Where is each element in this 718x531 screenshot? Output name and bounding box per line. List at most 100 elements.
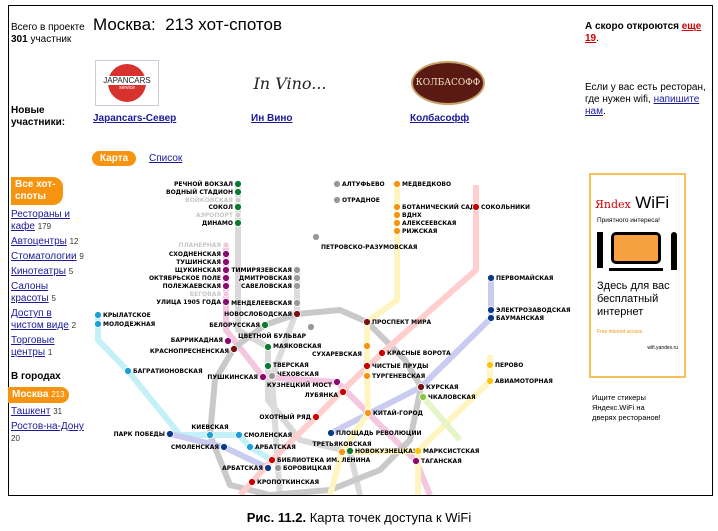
station-dot[interactable] [487, 314, 495, 322]
category-link[interactable]: Доступ в чистом виде [11, 308, 69, 331]
station-dot[interactable] [235, 431, 243, 439]
metro-station[interactable]: САВЕЛОВСКАЯ [241, 282, 301, 291]
metro-station[interactable]: СОКОЛ [209, 203, 242, 212]
tab-map[interactable]: Карта [92, 151, 137, 166]
station-dot[interactable] [94, 320, 102, 328]
metro-station[interactable]: СХОДНЕНСКАЯ [169, 250, 230, 259]
metro-station[interactable]: КРАСНОПРЕСНЕНСКАЯ [150, 345, 238, 356]
station-dot[interactable] [472, 203, 480, 211]
metro-station[interactable]: ОТРАДНОЕ [333, 196, 380, 205]
station-dot[interactable] [234, 211, 242, 219]
metro-station[interactable]: ДМИТРОВСКАЯ [239, 274, 301, 283]
station-dot[interactable] [293, 274, 301, 282]
metro-station[interactable]: ПЛАНЕРНАЯ [179, 241, 230, 249]
metro-station[interactable]: ОКТЯБРЬСКОЕ ПОЛЕ [149, 274, 230, 283]
station-dot[interactable] [364, 409, 372, 417]
station-dot[interactable] [486, 361, 494, 369]
metro-station[interactable]: ПЛОЩАДЬ РЕВОЛЮЦИИ [327, 429, 422, 438]
station-dot[interactable] [339, 388, 347, 396]
metro-station[interactable]: БАРРИКАДНАЯ [171, 337, 232, 345]
metro-station[interactable]: АЛТУФЬЕВО [333, 180, 385, 189]
station-dot[interactable] [393, 227, 401, 235]
station-dot[interactable] [222, 274, 230, 282]
metro-station[interactable]: СМОЛЕНСКАЯ [171, 443, 228, 452]
station-dot[interactable] [293, 282, 301, 290]
station-dot[interactable] [293, 310, 301, 318]
metro-station[interactable]: ПУШКИНСКАЯ [207, 373, 267, 382]
metro-station[interactable]: ЛУБЯНКА [305, 388, 347, 400]
metro-station[interactable]: ПАРК ПОБЕДЫ [114, 430, 174, 439]
metro-station[interactable]: БЕГОВАЯ [190, 290, 230, 298]
station-dot[interactable] [264, 343, 272, 351]
station-dot[interactable] [222, 258, 230, 266]
metro-station[interactable]: ПРОСПЕКТ МИРА [363, 318, 432, 327]
station-dot[interactable] [234, 203, 242, 211]
metro-station[interactable]: ЦВЕТНОЙ БУЛЬВАР [238, 323, 315, 341]
category-link[interactable]: Автоцентры [11, 236, 67, 247]
station-dot[interactable] [293, 266, 301, 274]
category-link[interactable]: Стоматологии [11, 251, 77, 262]
metro-station[interactable]: ПЕРОВО [486, 361, 524, 370]
metro-station[interactable]: ДИНАМО [202, 219, 242, 228]
station-dot[interactable] [259, 373, 267, 381]
metro-station[interactable]: БИБЛИОТЕКА ИМ. ЛЕНИНА [268, 456, 371, 465]
station-dot[interactable] [224, 337, 232, 345]
station-dot[interactable] [268, 372, 276, 380]
partner-link-invino[interactable]: Ин Вино [251, 113, 293, 124]
metro-station[interactable]: УЛИЦА 1905 ГОДА [156, 298, 230, 307]
station-dot[interactable] [264, 362, 272, 370]
metro-station[interactable]: СОКОЛЬНИКИ [472, 203, 531, 212]
metro-station[interactable]: ЩУКИНСКАЯ [175, 266, 230, 275]
metro-station[interactable]: ВДНХ [393, 211, 422, 220]
category-link[interactable]: Торговые центры [11, 335, 55, 358]
station-dot[interactable] [222, 250, 230, 258]
kolbasoff-logo[interactable]: КОЛБАСОФФ [410, 60, 486, 106]
station-dot[interactable] [234, 219, 242, 227]
station-dot[interactable] [363, 362, 371, 370]
invino-logo[interactable]: In Vino... [250, 60, 330, 106]
metro-station[interactable]: ТРЕТЬЯКОВСКАЯ [312, 441, 372, 456]
metro-station[interactable]: ТВЕРСКАЯ [264, 362, 310, 370]
coming-soon-link[interactable]: еще 19 [585, 21, 702, 44]
metro-station[interactable]: АРБАТСКАЯ [246, 443, 297, 452]
metro-station[interactable]: КУРСКАЯ [417, 383, 459, 392]
metro-station[interactable]: БАУМАНСКАЯ [487, 314, 545, 323]
station-dot[interactable] [268, 456, 276, 464]
metro-station[interactable]: РЕЧНОЙ ВОКЗАЛ [174, 180, 242, 188]
station-dot[interactable] [327, 429, 335, 437]
station-dot[interactable] [363, 372, 371, 380]
station-dot[interactable] [246, 443, 254, 451]
station-dot[interactable] [393, 203, 401, 211]
station-dot[interactable] [264, 464, 272, 472]
metro-station[interactable]: МАЯКОВСКАЯ [264, 343, 322, 351]
station-dot[interactable] [206, 431, 214, 439]
metro-station[interactable]: АЛЕКСЕЕВСКАЯ [393, 219, 457, 228]
station-dot[interactable] [486, 377, 494, 385]
station-dot[interactable] [393, 211, 401, 219]
station-dot[interactable] [393, 180, 401, 188]
station-dot[interactable] [417, 383, 425, 391]
metro-station[interactable]: ОХОТНЫЙ РЯД [259, 413, 320, 421]
metro-station[interactable]: БОТАНИЧЕСКИЙ САД [393, 203, 476, 211]
yandex-wifi-ad[interactable]: Яndex WiFi Приятного интереса! Здесь для… [589, 173, 686, 378]
station-dot[interactable] [222, 282, 230, 290]
metro-station[interactable]: ЧЕХОВСКАЯ [268, 371, 320, 380]
metro-station[interactable]: ТАГАНСКАЯ [412, 457, 463, 466]
station-dot[interactable] [487, 274, 495, 282]
partner-link-japancars[interactable]: Japancars-Север [93, 113, 177, 124]
metro-station[interactable]: ЧКАЛОВСКАЯ [419, 393, 477, 402]
metro-station[interactable]: ЧИСТЫЕ ПРУДЫ [363, 362, 429, 371]
station-dot[interactable] [363, 342, 371, 350]
station-dot[interactable] [220, 443, 228, 451]
station-dot[interactable] [487, 306, 495, 314]
metro-station[interactable]: РИЖСКАЯ [393, 227, 438, 236]
metro-station[interactable]: АРБАТСКАЯ [222, 464, 272, 473]
station-dot[interactable] [234, 196, 242, 204]
station-dot[interactable] [274, 464, 282, 472]
station-dot[interactable] [338, 448, 346, 456]
metro-station[interactable]: БАГРАТИОНОВСКАЯ [124, 367, 203, 376]
station-dot[interactable] [412, 457, 420, 465]
metro-station[interactable]: СМОЛЕНСКАЯ [235, 431, 293, 440]
station-dot[interactable] [312, 233, 320, 241]
station-dot[interactable] [248, 478, 256, 486]
